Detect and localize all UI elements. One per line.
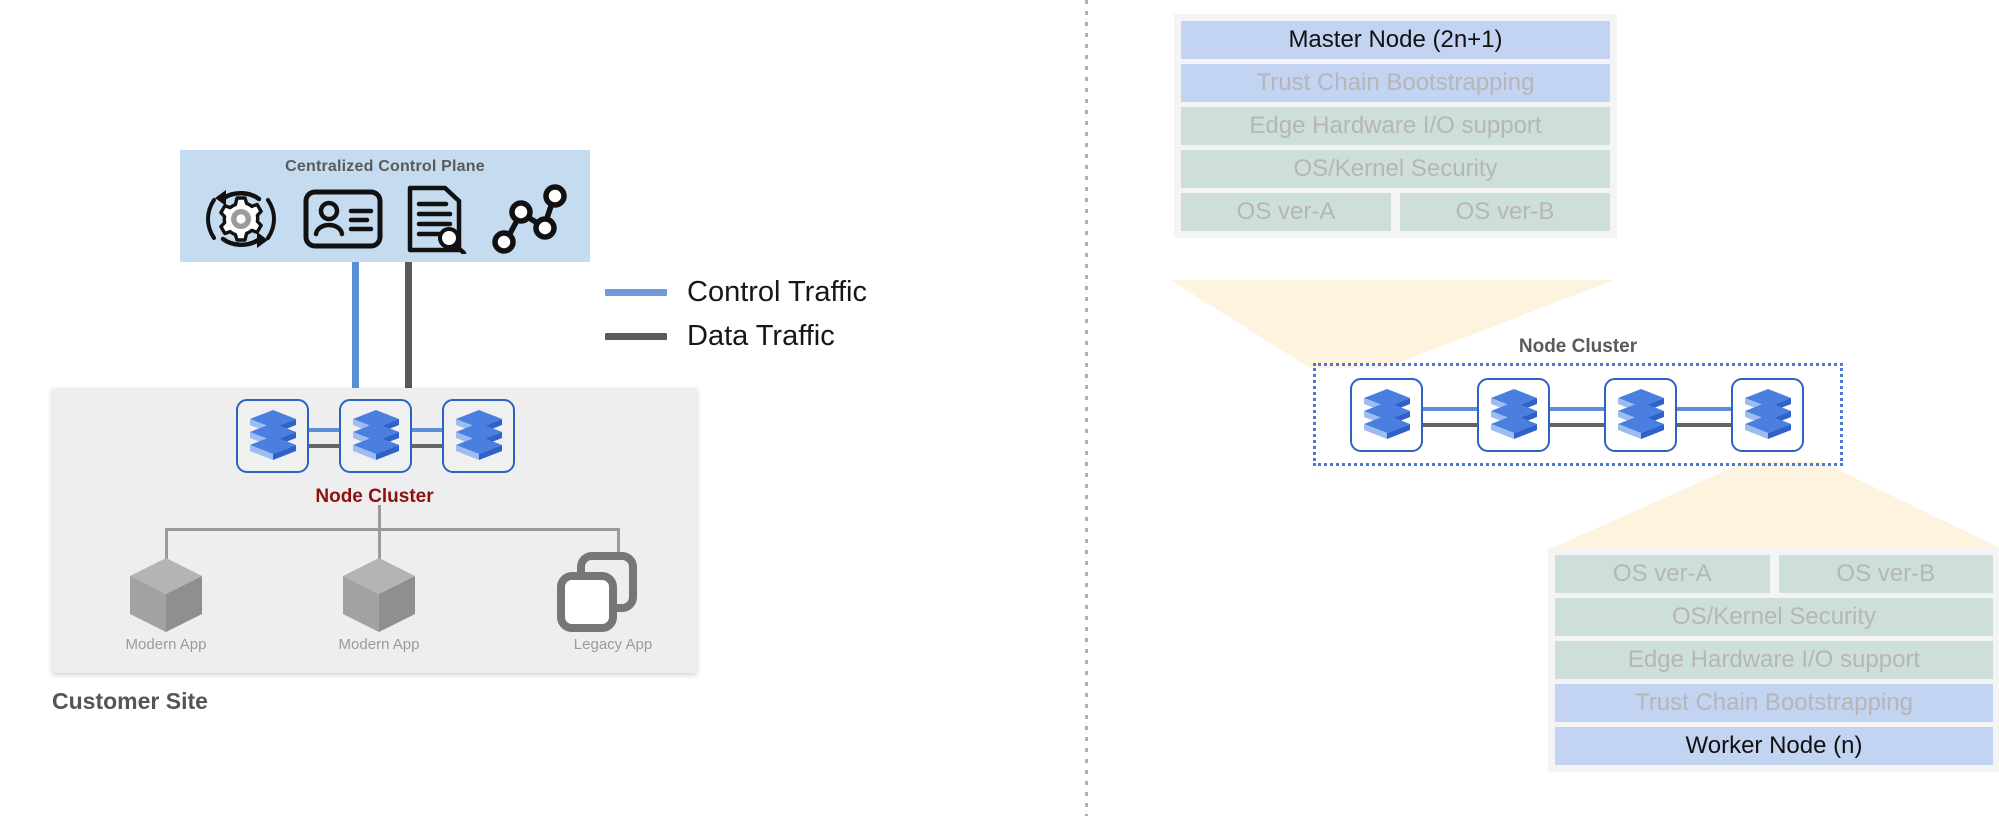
node-link-data-2 — [408, 444, 472, 448]
app-label-modern-2: Modern App — [338, 636, 420, 653]
node-link-control-1 — [305, 428, 369, 432]
legend-item-data-traffic: Data Traffic — [605, 314, 867, 358]
id-card-icon — [303, 189, 383, 249]
cluster-node[interactable] — [1477, 378, 1550, 452]
control-traffic-swatch — [605, 288, 667, 296]
layer-os-versions: OS ver-A OS ver-B — [1181, 193, 1610, 231]
gear-rotation-icon — [202, 186, 280, 252]
control-traffic-label: Control Traffic — [687, 275, 867, 308]
server-stack-icon — [453, 408, 505, 465]
node-cluster-label: Node Cluster — [315, 486, 434, 507]
cluster-node[interactable] — [1731, 378, 1804, 452]
node-box[interactable] — [442, 399, 515, 473]
rnode-link-data-3 — [1672, 423, 1738, 427]
worker-layer-worker-node: Worker Node (n) — [1555, 727, 1993, 765]
right-node-cluster-box — [1313, 363, 1843, 466]
worker-layer-edge-hardware-io-support: Edge Hardware I/O support — [1555, 641, 1993, 679]
document-search-icon — [405, 184, 467, 254]
worker-layer-os-ver-b: OS ver-B — [1778, 555, 1993, 593]
cluster-node[interactable] — [1350, 378, 1423, 452]
worker-layer-os-ver-a: OS ver-A — [1555, 555, 1770, 593]
control-traffic-trunk-line — [352, 262, 359, 402]
server-stack-icon — [1742, 387, 1794, 444]
rnode-link-control-3 — [1672, 407, 1738, 411]
panel-divider — [1085, 0, 1088, 816]
server-stack-icon — [247, 408, 299, 465]
worker-layer-trust-chain-bootstrapping: Trust Chain Bootstrapping — [1555, 684, 1993, 722]
worker-layer-os-versions: OS ver-A OS ver-B — [1555, 555, 1993, 593]
server-stack-icon — [1488, 387, 1540, 444]
node-box[interactable] — [339, 399, 412, 473]
master-node-stack: Master Node (2n+1) Trust Chain Bootstrap… — [1174, 14, 1617, 238]
server-stack-icon — [350, 408, 402, 465]
layer-os-ver-a: OS ver-A — [1181, 193, 1391, 231]
tree-stem — [378, 505, 381, 545]
right-node-cluster-label: Node Cluster — [1518, 336, 1638, 357]
tree-drop-3 — [617, 528, 620, 556]
layer-os-kernel-security: OS/Kernel Security — [1181, 150, 1610, 188]
layer-trust-chain-bootstrapping: Trust Chain Bootstrapping — [1181, 64, 1610, 102]
node-link-control-2 — [408, 428, 472, 432]
data-traffic-trunk-line — [405, 262, 412, 402]
cluster-to-worker-funnel — [1552, 462, 1999, 548]
data-traffic-swatch — [605, 332, 667, 340]
layer-master-node: Master Node (2n+1) — [1181, 21, 1610, 59]
legend: Control Traffic Data Traffic — [605, 270, 867, 358]
master-to-cluster-funnel — [1170, 280, 1614, 368]
layer-edge-hardware-io-support: Edge Hardware I/O support — [1181, 107, 1610, 145]
centralized-control-plane-box: Centralized Control Plane — [180, 150, 590, 262]
worker-layer-os-kernel-security: OS/Kernel Security — [1555, 598, 1993, 636]
rnode-link-data-2 — [1545, 423, 1611, 427]
customer-site-label: Customer Site — [52, 688, 208, 714]
app-label-legacy: Legacy App — [573, 636, 653, 653]
layer-os-ver-b: OS ver-B — [1400, 193, 1610, 231]
node-link-data-1 — [305, 444, 369, 448]
server-stack-icon — [1615, 387, 1667, 444]
tree-drop-2 — [378, 528, 381, 562]
worker-node-stack: OS ver-A OS ver-B OS/Kernel Security Edg… — [1548, 548, 1999, 772]
rnode-link-control-2 — [1545, 407, 1611, 411]
server-stack-icon — [1361, 387, 1413, 444]
data-traffic-label: Data Traffic — [687, 319, 835, 352]
tree-bar — [165, 528, 619, 531]
tree-drop-1 — [165, 528, 168, 562]
control-plane-title: Centralized Control Plane — [285, 158, 485, 175]
app-icon-modern-1 — [126, 556, 206, 639]
app-icon-legacy — [555, 550, 641, 639]
network-graph-icon — [490, 183, 568, 255]
cluster-node[interactable] — [1604, 378, 1677, 452]
app-icon-modern-2 — [339, 556, 419, 639]
rnode-link-control-1 — [1418, 407, 1484, 411]
rnode-link-data-1 — [1418, 423, 1484, 427]
app-label-modern-1: Modern App — [125, 636, 207, 653]
control-plane-icon-row — [180, 180, 590, 258]
legend-item-control-traffic: Control Traffic — [605, 270, 867, 314]
node-box[interactable] — [236, 399, 309, 473]
